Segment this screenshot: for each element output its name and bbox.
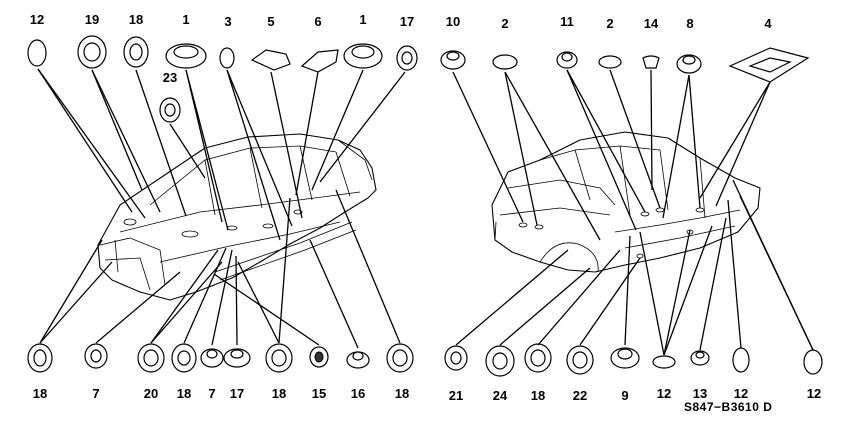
cover-4 bbox=[728, 47, 810, 83]
grommet-19 bbox=[77, 35, 107, 69]
callout-20: 20 bbox=[144, 386, 158, 401]
callout-2-right: 2 bbox=[606, 16, 613, 31]
callout-16: 16 bbox=[351, 386, 365, 401]
grommet-8 bbox=[676, 54, 702, 74]
callout-24: 24 bbox=[493, 388, 508, 403]
callout-7-b2: 7 bbox=[208, 386, 215, 401]
plug-1-right bbox=[343, 43, 383, 69]
callout-2-left: 2 bbox=[501, 16, 508, 31]
plug-1-left bbox=[165, 43, 207, 69]
grommet-23 bbox=[159, 97, 181, 123]
parts-bottom-row bbox=[27, 343, 823, 377]
callout-18-b1: 18 bbox=[33, 386, 47, 401]
callout-labels-bottom: 18 7 20 18 7 17 18 15 16 18 21 24 18 22 … bbox=[33, 386, 821, 403]
callout-6: 6 bbox=[314, 14, 321, 29]
grommet-10 bbox=[440, 50, 466, 70]
callout-22: 22 bbox=[573, 388, 587, 403]
callout-12-b3: 12 bbox=[807, 386, 821, 401]
callout-1-right: 1 bbox=[359, 12, 366, 27]
callout-14: 14 bbox=[644, 16, 659, 31]
callout-12-b1: 12 bbox=[657, 386, 671, 401]
callout-8: 8 bbox=[686, 16, 693, 31]
callout-12-top: 12 bbox=[30, 12, 44, 27]
parts-top-row bbox=[27, 35, 810, 123]
callout-11: 11 bbox=[560, 14, 574, 29]
leader-lines bbox=[37, 68, 814, 356]
diagram-code: S847−B3610 D bbox=[684, 400, 773, 414]
callout-18-b2: 18 bbox=[177, 386, 191, 401]
grommet-11 bbox=[556, 51, 578, 69]
callout-17-top: 17 bbox=[400, 14, 414, 29]
callout-labels-top: 12 19 18 1 3 5 6 1 17 10 2 11 2 14 8 4 2… bbox=[30, 12, 773, 85]
grommet-18-top bbox=[123, 36, 149, 68]
callout-3: 3 bbox=[224, 14, 231, 29]
callout-4: 4 bbox=[764, 16, 772, 31]
callout-13: 13 bbox=[693, 386, 707, 401]
callout-7-b1: 7 bbox=[92, 386, 99, 401]
callout-18-b4: 18 bbox=[395, 386, 409, 401]
callout-23: 23 bbox=[163, 70, 177, 85]
callout-1-left: 1 bbox=[182, 12, 189, 27]
car-body-front-view bbox=[97, 133, 377, 301]
callout-17-bottom: 17 bbox=[230, 386, 244, 401]
callout-10: 10 bbox=[446, 14, 460, 29]
callout-19: 19 bbox=[85, 12, 99, 27]
callout-9: 9 bbox=[621, 388, 628, 403]
callout-18-top: 18 bbox=[129, 12, 143, 27]
callout-18-b5: 18 bbox=[531, 388, 545, 403]
callout-15: 15 bbox=[312, 386, 326, 401]
grommet-17-top bbox=[396, 45, 418, 71]
callout-21: 21 bbox=[449, 388, 463, 403]
callout-5: 5 bbox=[267, 14, 274, 29]
callout-18-b3: 18 bbox=[272, 386, 286, 401]
callout-12-b2: 12 bbox=[734, 386, 748, 401]
